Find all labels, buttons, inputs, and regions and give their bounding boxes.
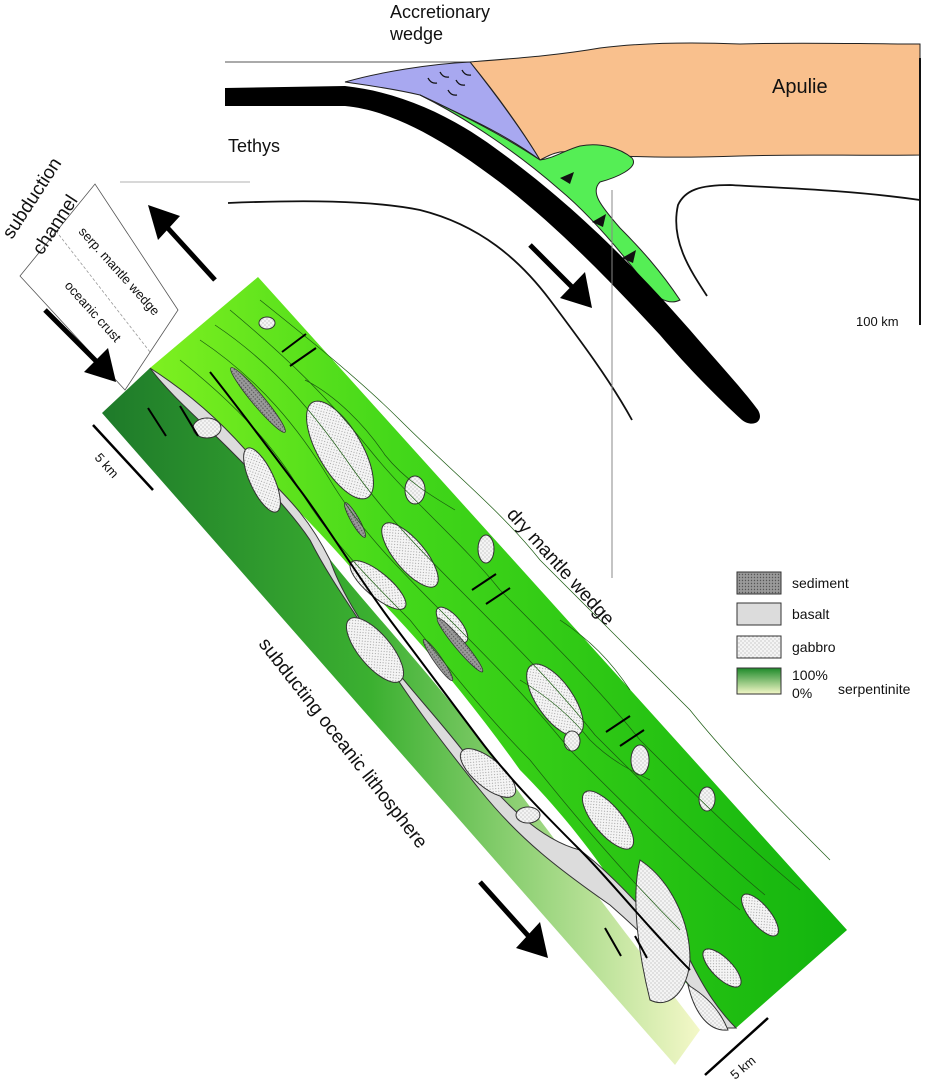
foliation-lines	[179, 299, 831, 931]
upward-flow-arrow	[148, 205, 217, 282]
plate-boundary-line	[209, 371, 691, 971]
legend-label-serpentinite: serpentinite	[838, 681, 911, 697]
cross-section	[120, 42, 921, 578]
basalt-layer	[149, 367, 738, 1029]
downward-flow-arrow-bottom	[478, 880, 548, 958]
legend-swatch-sediment	[736, 571, 782, 595]
wedge-thrust-marks	[427, 69, 472, 96]
legend-swatch-basalt	[736, 602, 782, 626]
slab-base-line	[227, 200, 633, 421]
serpentinite-channel	[419, 94, 681, 303]
scale-100km-label: 100 km	[856, 314, 899, 329]
scale-bar-left	[92, 424, 154, 491]
legend-label-sediment: sediment	[792, 575, 849, 591]
channel-flow-arrows	[560, 172, 636, 263]
shear-sense-marks	[147, 333, 648, 959]
sediment-lenses	[230, 367, 484, 682]
legend-swatch-gabbro	[736, 635, 782, 659]
scale-5km-left-label: 5 km	[92, 450, 122, 481]
tethys-label: Tethys	[228, 136, 280, 156]
downward-flow-arrow-left	[43, 308, 116, 382]
downward-motion-arrow	[528, 243, 592, 308]
apulie-plate	[469, 42, 921, 161]
gabbro-block	[687, 983, 729, 1031]
scale-5km-bottom-label: 5 km	[727, 1053, 758, 1080]
legend-swatch-serpentinite	[736, 667, 782, 695]
channel-detail	[92, 277, 847, 1076]
subducting-slab	[225, 86, 760, 424]
legend-label-100: 100%	[792, 667, 828, 683]
apulie-label: Apulie	[772, 76, 828, 98]
legend-label-gabbro: gabbro	[792, 639, 836, 655]
subducting-lithosphere-zone	[102, 368, 700, 1065]
gabbro-block	[635, 859, 691, 1003]
legend: sediment basalt gabbro 100% 0% serpentin…	[736, 571, 911, 701]
legend-label-0: 0%	[792, 685, 812, 701]
accretionary-wedge-label-line1: Accretionary	[390, 2, 490, 22]
scale-bar-bottom	[704, 1017, 769, 1076]
accretionary-wedge-label-line2: wedge	[389, 24, 443, 44]
legend-label-basalt: basalt	[792, 606, 829, 622]
mantle-corner-flow-line	[675, 184, 921, 297]
